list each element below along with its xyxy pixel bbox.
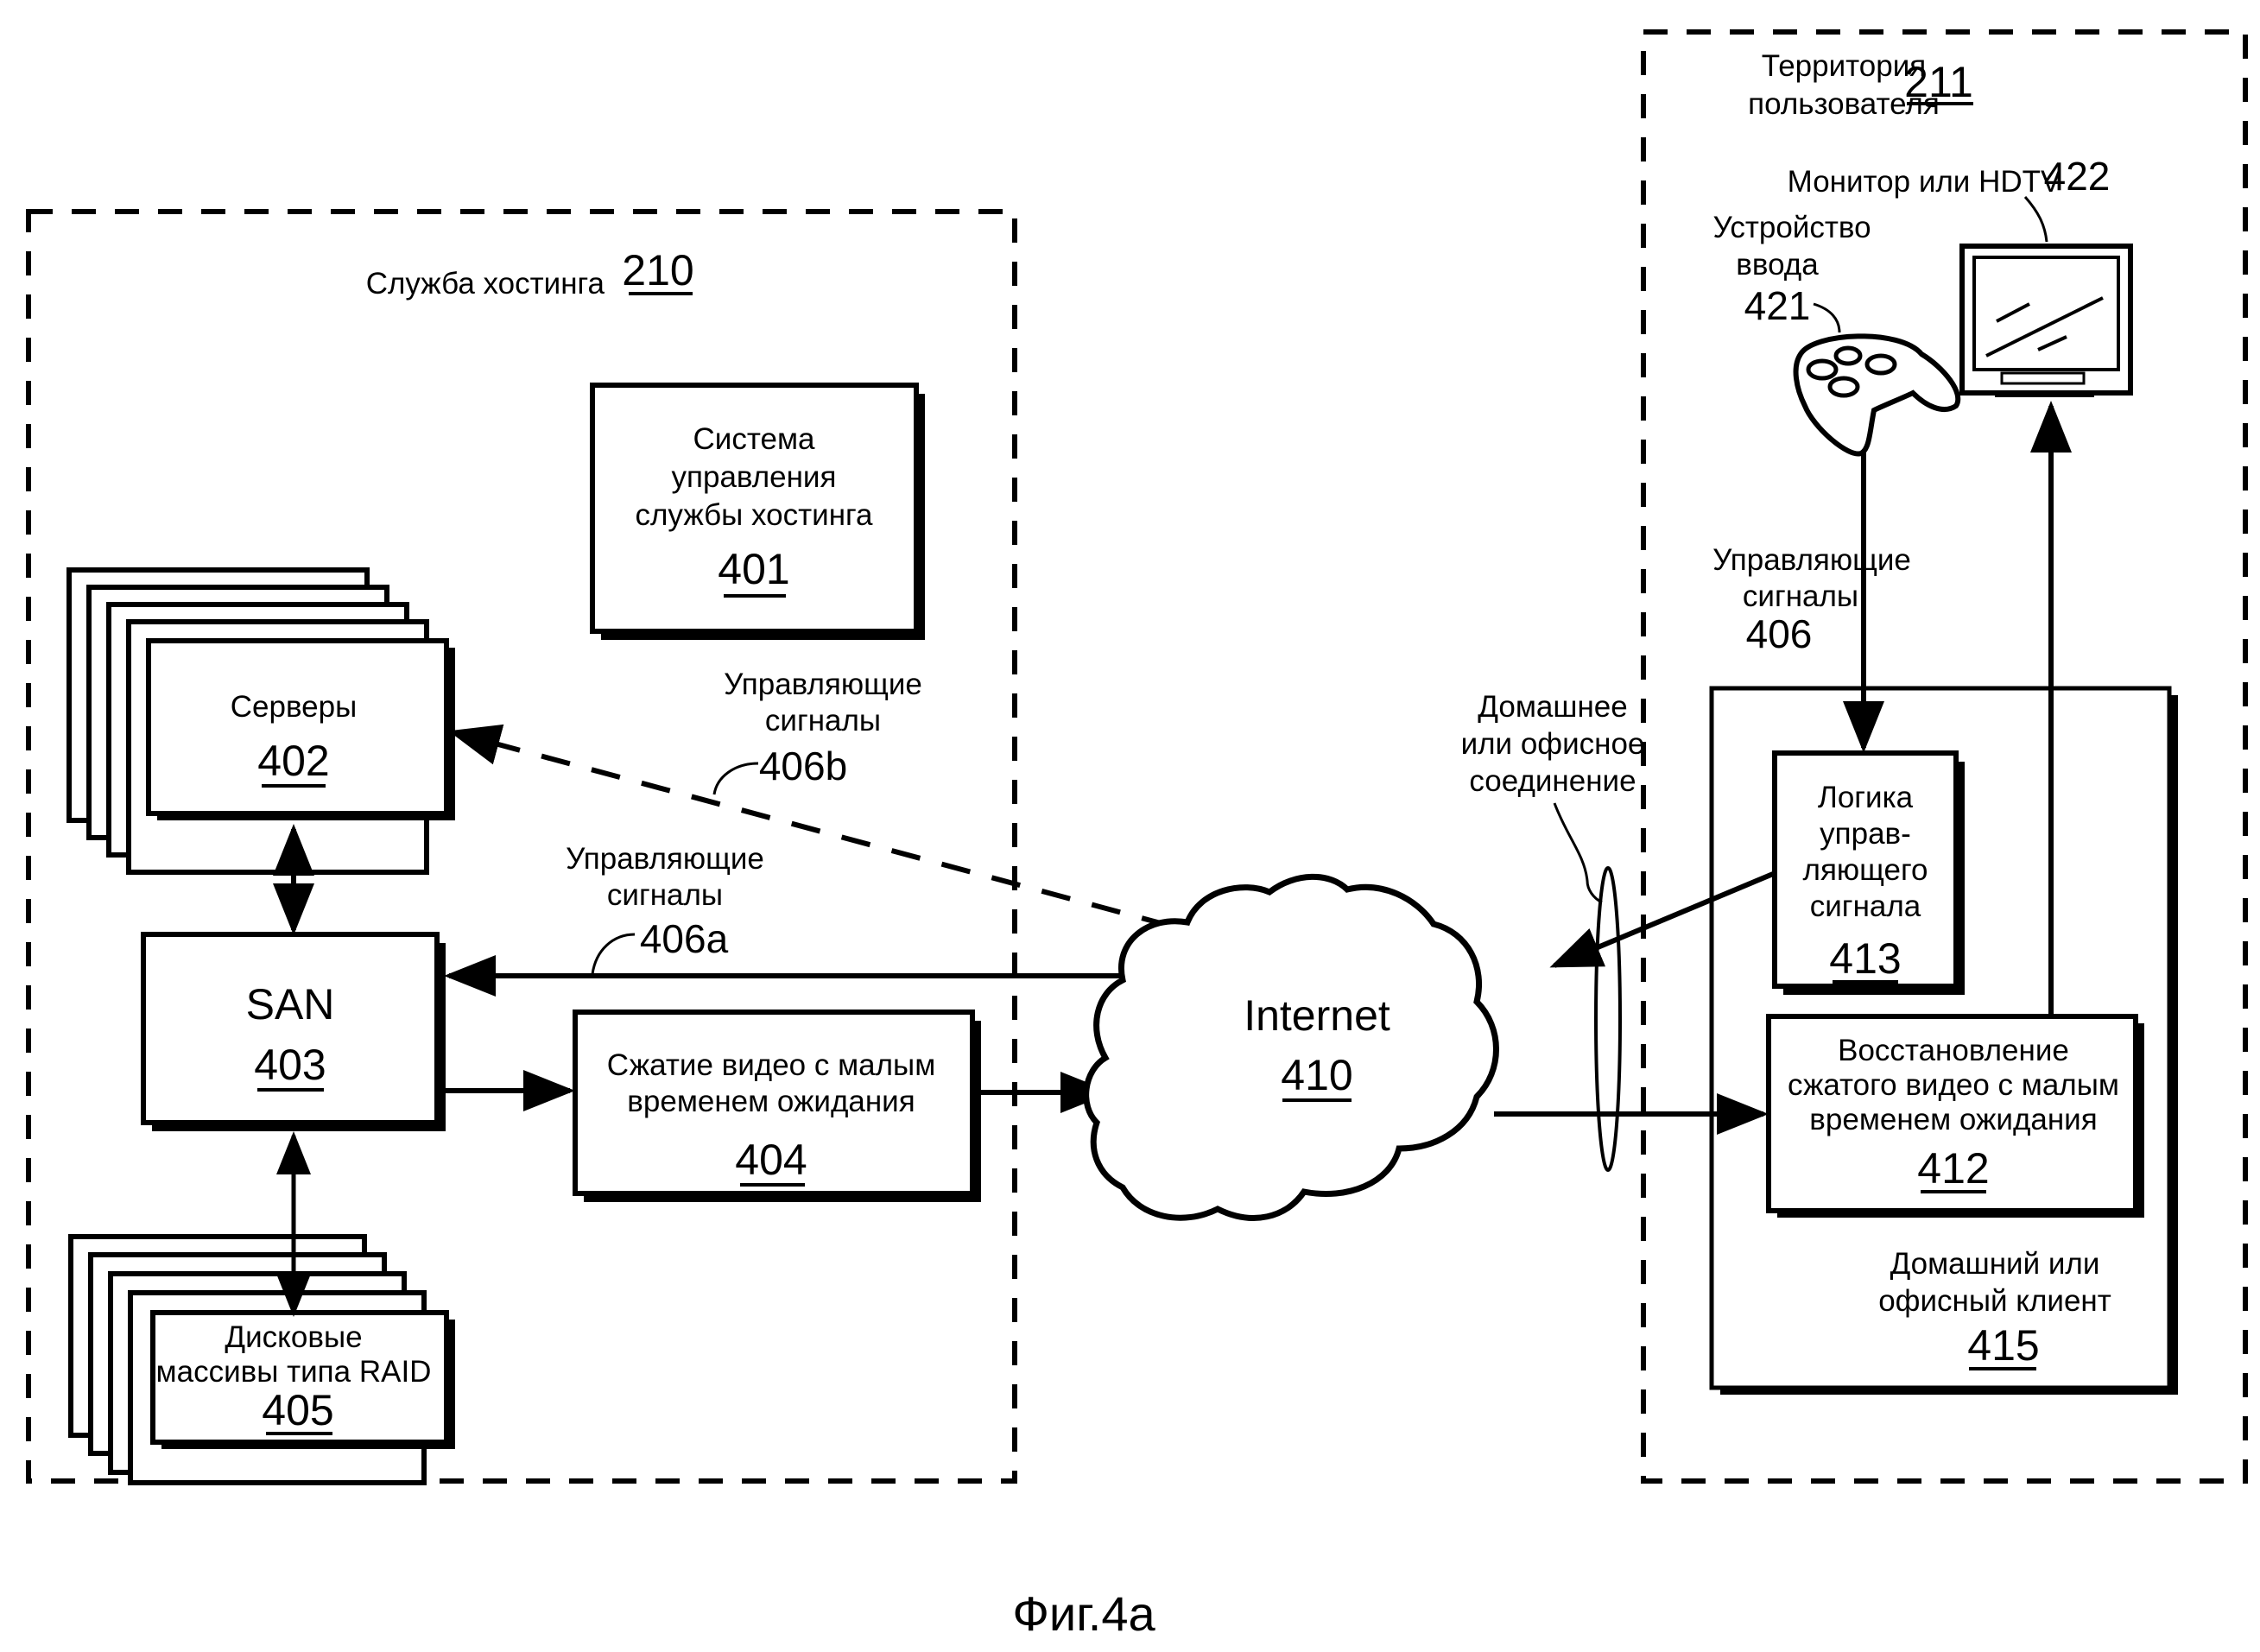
control-logic-label-4: сигнала: [1810, 889, 1921, 923]
client-label-2: офисный клиент: [1878, 1284, 2111, 1318]
san-box: [141, 932, 440, 1125]
logic-internet-arrow: [1549, 871, 1775, 968]
control-logic-ref: 413: [1829, 934, 1901, 983]
control-logic-label-1: Логика: [1818, 781, 1914, 814]
servers-stack: [66, 567, 455, 875]
control-logic-box: [1772, 750, 1959, 989]
san-ref: 403: [254, 1041, 326, 1089]
raid-stack: [68, 1234, 455, 1485]
compression-box: [573, 1010, 975, 1196]
connection-ellipse: [1594, 866, 1622, 1172]
servers-ref: 402: [257, 737, 329, 785]
ctrl-406-label-1: Управляющие: [1712, 543, 1911, 577]
internet-cloud: [1083, 873, 1499, 1221]
decompression-label-3: временем ожидания: [1809, 1103, 2097, 1136]
management-system-ref: 401: [718, 545, 789, 593]
connection-label-3: соединение: [1469, 764, 1636, 798]
input-device-label-1: Устройство: [1712, 211, 1871, 244]
raid-label-2: массивы типа RAID: [156, 1355, 432, 1389]
decompression-label-2: сжатого видео с малым: [1788, 1068, 2119, 1102]
servers-label: Серверы: [231, 690, 358, 724]
control-logic-label-2: управ-: [1820, 817, 1911, 851]
figure-caption: Фиг.4a: [1012, 1586, 1155, 1641]
management-system-label-1: Система: [693, 422, 815, 456]
raid-label-1: Дисковые: [225, 1320, 362, 1354]
internet-label: Internet: [1244, 991, 1390, 1040]
compression-ref: 404: [735, 1136, 807, 1184]
san-label: SAN: [246, 980, 335, 1029]
client-ref: 415: [1967, 1321, 2039, 1370]
hosting-service-label: Служба хостинга: [366, 267, 605, 301]
decompression-label-1: Восстановление: [1838, 1034, 2069, 1067]
internet-ref: 410: [1281, 1051, 1352, 1099]
ctrl-406b-ref: 406b: [759, 744, 847, 788]
hosting-service-region: [26, 209, 1017, 1484]
monitor-ref: 422: [2044, 154, 2111, 199]
compression-label-1: Сжатие видео с малым: [607, 1048, 936, 1082]
user-premises-region: [1641, 29, 2248, 1484]
hosting-service-ref: 210: [622, 246, 693, 294]
monitor-label: Монитор или HDTV: [1788, 165, 2061, 199]
connection-label-1: Домашнее: [1478, 690, 1627, 724]
decompression-box: [1766, 1014, 2138, 1213]
ctrl-406b-label-2: сигналы: [765, 704, 881, 737]
control-logic-label-3: ляющего: [1803, 853, 1928, 887]
control-signals-406b-arrow: [448, 724, 1171, 928]
ctrl-406a-label-2: сигналы: [607, 878, 723, 912]
management-system-label-3: службы хостинга: [636, 498, 874, 532]
client-label-1: Домашний или: [1890, 1247, 2100, 1281]
user-premises-ref: 211: [1904, 58, 1973, 106]
monitor-icon: [1959, 244, 2133, 397]
ctrl-406-label-2: сигналы: [1743, 579, 1858, 613]
input-device-label-2: ввода: [1736, 248, 1819, 282]
input-device-ref: 421: [1744, 283, 1811, 328]
connection-label-2: или офисное: [1461, 727, 1645, 761]
compression-label-2: временем ожидания: [627, 1085, 915, 1118]
management-system-label-2: управления: [672, 460, 837, 494]
ctrl-406a-ref: 406a: [640, 916, 729, 961]
gamepad-icon: [1793, 333, 1961, 457]
decompression-ref: 412: [1917, 1144, 1989, 1193]
ctrl-406b-label-1: Управляющие: [724, 668, 922, 701]
ctrl-406-ref: 406: [1746, 611, 1813, 656]
user-premises-label-1: Территория: [1762, 49, 1926, 83]
raid-ref: 405: [262, 1386, 333, 1434]
ctrl-406a-label-1: Управляющие: [566, 842, 764, 876]
management-system-box: [590, 383, 919, 634]
